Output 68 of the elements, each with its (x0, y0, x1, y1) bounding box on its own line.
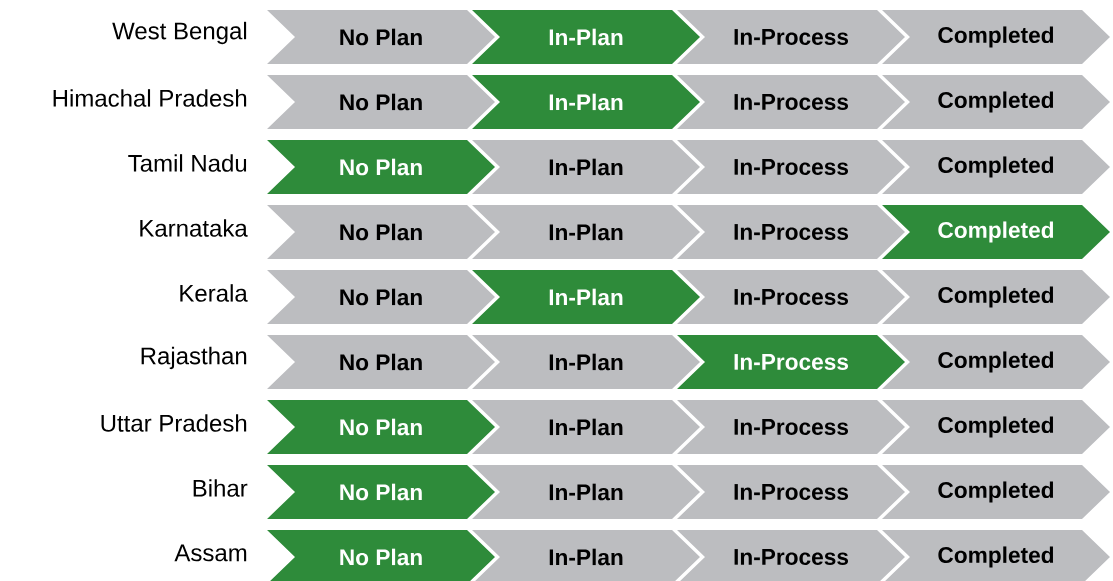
node-label: Completed (938, 481, 1054, 503)
stage-box: No Plan (267, 335, 495, 389)
stage-box: Completed (882, 140, 1110, 194)
stage-box: In-Process (677, 335, 905, 389)
state-name: Assam (174, 544, 247, 562)
stage-box: In-Process (677, 140, 905, 194)
stage-box: Completed (882, 400, 1110, 454)
stage-box: No Plan (267, 270, 495, 324)
state-name: West Bengal (112, 21, 247, 45)
node-label: In-Process (734, 289, 849, 305)
node-label: In-Plan (549, 223, 623, 241)
node-label: In-Process (734, 484, 849, 500)
node-label: In-Process (734, 549, 849, 565)
node-label: In-Plan (549, 548, 623, 566)
stage-box: Completed (882, 75, 1110, 129)
stage-box: In-Process (677, 75, 905, 129)
node-label: In-Process (734, 419, 849, 435)
stage-box: In-Process (677, 530, 905, 581)
stage-box: No Plan (267, 75, 495, 129)
stage-box: No Plan (267, 10, 495, 64)
node-label: Completed (938, 156, 1054, 178)
node-label: In-Plan (549, 483, 623, 501)
stage-box: No Plan (267, 400, 495, 454)
state-name: Tamil Nadu (128, 154, 247, 172)
node-label: In-Plan (549, 353, 623, 371)
stage-box: In-Plan (472, 270, 700, 324)
stage-box: In-Process (677, 400, 905, 454)
node-label: In-Process (734, 224, 849, 240)
state-name: Himachal Pradesh (53, 89, 247, 107)
stage-box: No Plan (267, 465, 495, 519)
node-label: In-Process (734, 94, 849, 110)
node-label: Completed (938, 91, 1054, 113)
stage-box: In-Process (677, 205, 905, 259)
node-label: No Plan (340, 223, 422, 241)
node-label: In-Plan (549, 418, 623, 436)
node-label: Completed (938, 416, 1054, 438)
stage-box: In-Process (677, 270, 905, 324)
stage-box: Completed (882, 335, 1110, 389)
node-label: No Plan (340, 353, 422, 371)
stage-box: No Plan (267, 530, 495, 581)
stage-box: In-Plan (472, 530, 700, 581)
state-name: Karnataka (140, 219, 248, 237)
state-name: Kerala (180, 284, 248, 302)
stage-box: In-Plan (472, 465, 700, 519)
stage-box: No Plan (267, 205, 495, 259)
state-name: Bihar (193, 479, 248, 497)
node-label: In-Process (734, 159, 849, 175)
stage-box: In-Plan (472, 335, 700, 389)
node-label: Completed (938, 546, 1054, 568)
node-label: Completed (938, 286, 1054, 308)
stage-box: In-Plan (472, 140, 700, 194)
stage-box: Completed (882, 465, 1110, 519)
stage-box: No Plan (267, 140, 495, 194)
stage-box: Completed (882, 10, 1110, 64)
stage-box: In-Plan (472, 400, 700, 454)
stage-box: Completed (882, 270, 1110, 324)
stage-box: In-Plan (472, 75, 700, 129)
stage-box: Completed (882, 530, 1110, 581)
stage-box: In-Plan (472, 205, 700, 259)
state-name: Uttar Pradesh (101, 414, 247, 432)
node-label: Completed (938, 26, 1054, 48)
stage-box: In-Process (677, 465, 905, 519)
node-label: In-Process (734, 29, 849, 45)
state-name: Rajasthan (141, 346, 247, 370)
node-label: In-Plan (549, 158, 623, 176)
stage-box: In-Process (677, 10, 905, 64)
stage-box: In-Plan (472, 10, 700, 64)
stage-box: Completed (882, 205, 1110, 259)
